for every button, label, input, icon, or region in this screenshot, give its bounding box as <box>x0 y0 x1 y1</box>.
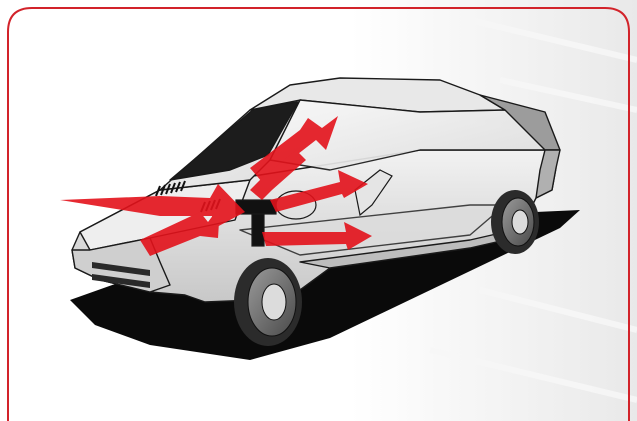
front-wheel <box>234 258 302 346</box>
center-stack <box>252 214 264 246</box>
rear-wheel <box>491 190 539 254</box>
